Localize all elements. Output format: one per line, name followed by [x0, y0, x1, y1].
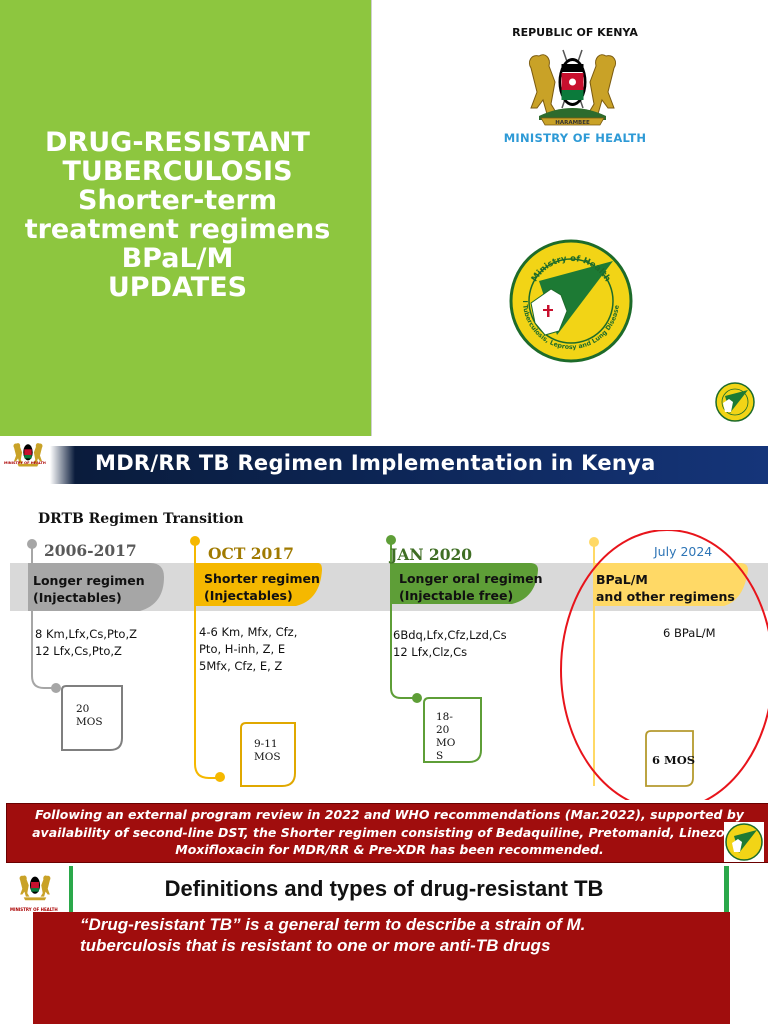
presentation-title: DRUG-RESISTANT TUBERCULOSIS Shorter-term… [10, 128, 345, 302]
ministry-of-health-label: MINISTRY OF HEALTH [503, 131, 647, 145]
kenya-coat-of-arms-small-icon [19, 875, 51, 901]
title-panel [0, 0, 372, 436]
stage4-duration: 6 MOS [652, 753, 696, 767]
stage2-year: OCT 2017 [208, 544, 294, 563]
timeline-graphics [27, 530, 768, 800]
title-line: DRUG-RESISTANT [45, 127, 310, 158]
ntlp-seal-icon: Ministry of Health National Tuberculosis… [509, 239, 633, 363]
stage3-duration-leaf [423, 697, 482, 763]
stage2-label: Shorter regimen (Injectables) [204, 571, 320, 603]
kenya-coat-of-arms-icon: HARAMBEE [528, 49, 617, 126]
stage1-drugs: 8 Km,Lfx,Cs,Pto,Z 12 Lfx,Cs,Pto,Z [35, 627, 137, 658]
stage4-duration-leaf [645, 730, 694, 787]
stage4-drugs: 6 BPaL/M [663, 626, 716, 640]
ntlp-seal-small-icon [715, 382, 755, 422]
stage2-duration: 9-11 MOS [254, 738, 281, 763]
title-line: UPDATES [107, 272, 248, 303]
stage1-year: 2006-2017 [44, 541, 137, 560]
stage3-duration: 18- 20 MO S [436, 711, 456, 762]
slide3-title: Definitions and types of drug-resistant … [164, 876, 604, 901]
stage1-tab-shape [28, 563, 164, 611]
ntlp-seal-caption-icon [724, 822, 764, 862]
stage2-duration-leaf [240, 722, 296, 787]
kenya-coat-of-arms-small-icon [13, 443, 43, 467]
slide2-title: MDR/RR TB Regimen Implementation in Keny… [95, 451, 656, 475]
stage4-year: July 2024 [654, 544, 713, 559]
definition-box [33, 912, 730, 1024]
republic-of-kenya-label: REPUBLIC OF KENYA [512, 26, 638, 39]
recommendation-box [6, 803, 768, 863]
title-line: Shorter-term [78, 185, 277, 216]
slide2-header-bar [0, 446, 768, 484]
definition-text: “Drug-resistant TB” is a general term to… [80, 915, 586, 955]
regimen-transition-heading: DRTB Regimen Transition [38, 511, 244, 527]
stage3-year: JAN 2020 [390, 545, 473, 564]
stage4-label: BPaL/M and other regimens [596, 572, 735, 604]
stage3-label: Longer oral regimen (Injectable free) [399, 571, 543, 603]
title-line: TUBERCULOSIS [62, 156, 293, 187]
title-line: treatment regimens [24, 214, 331, 245]
stage4-tab-shape [594, 563, 748, 606]
stage2-tab-shape [196, 563, 322, 606]
green-divider [69, 866, 73, 930]
stage1-duration-leaf [61, 685, 123, 751]
highlight-ellipse [560, 530, 768, 800]
green-divider [724, 866, 729, 930]
stage2-drugs: 4-6 Km, Mfx, Cfz, Pto, H-inh, Z, E 5Mfx,… [199, 625, 298, 673]
stage3-drugs: 6Bdq,Lfx,Cfz,Lzd,Cs 12 Lfx,Clz,Cs [393, 628, 507, 659]
harambee-banner-text: HARAMBEE [555, 120, 590, 126]
ministry-small-label: MINISTRY OF HEALTH [10, 907, 58, 912]
stage1-duration: 20 MOS [76, 703, 103, 728]
stage1-label: Longer regimen (Injectables) [33, 573, 145, 605]
ministry-small-label: MINISTRY OF HEALTH [4, 461, 46, 465]
title-line: BPaL/M [121, 243, 234, 274]
recommendation-text: Following an external program review in … [32, 807, 747, 857]
stage3-tab-shape [392, 563, 538, 604]
